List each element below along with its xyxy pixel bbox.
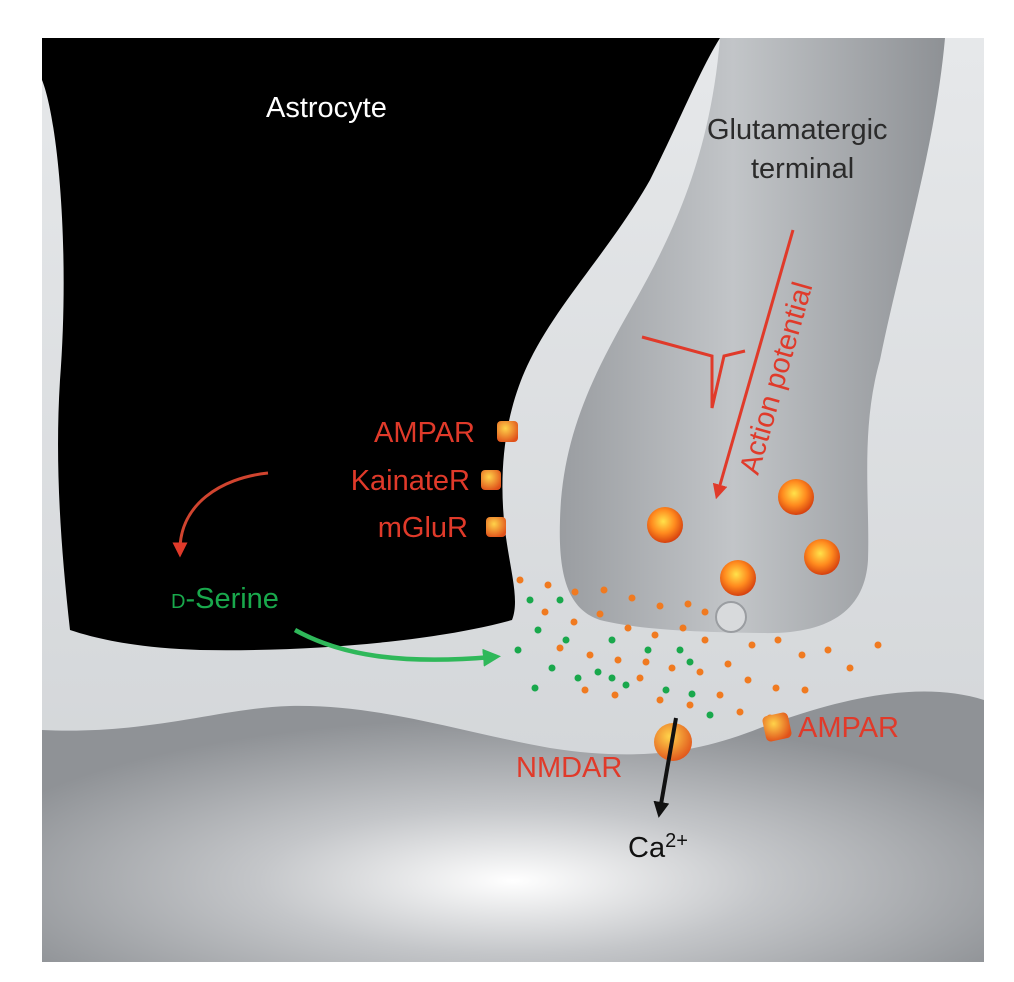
vesicle	[720, 560, 756, 596]
vesicle	[647, 507, 683, 543]
terminal-label-line2: terminal	[751, 153, 854, 185]
astrocyte-ampar-receptor	[497, 421, 518, 442]
vesicle	[804, 539, 840, 575]
d-serine-release-arrow	[293, 628, 501, 667]
calcium-charge: 2+	[665, 830, 688, 852]
action-potential-arrow	[712, 229, 795, 500]
postsynaptic-ampar-label: AMPAR	[798, 712, 899, 744]
astrocyte-cell	[42, 38, 720, 651]
glutamatergic-terminal	[559, 38, 945, 634]
astrocyte-mglur-receptor	[486, 517, 506, 537]
action-potential-spike	[641, 335, 746, 409]
astrocyte-kainater-receptor	[481, 470, 501, 490]
glutamate-molecules	[516, 576, 882, 722]
calcium-symbol: Ca	[628, 832, 666, 864]
astrocyte-label: Astrocyte	[266, 92, 387, 124]
vesicle	[778, 479, 814, 515]
d-serine-label: D-Serine	[171, 583, 279, 615]
release-site	[715, 601, 747, 633]
nmdar-label: NMDAR	[516, 752, 622, 784]
astrocyte-signal-arrow	[172, 471, 269, 558]
glutamate-vesicles	[647, 479, 840, 596]
astrocyte-mglur-label: mGluR	[378, 512, 468, 544]
postsynaptic-neuron	[42, 691, 984, 962]
postsynaptic-ampar-receptor	[762, 712, 792, 742]
calcium-influx-arrow	[653, 717, 678, 818]
astrocyte-ampar-label: AMPAR	[374, 417, 475, 449]
d-serine-prefix: D	[171, 591, 185, 613]
d-serine-molecules	[514, 596, 714, 719]
terminal-label-line1: Glutamatergic	[707, 114, 888, 146]
astrocyte-kainater-label: KainateR	[351, 465, 470, 497]
d-serine-name: -Serine	[185, 583, 279, 615]
calcium-label: Ca2+	[628, 830, 688, 864]
